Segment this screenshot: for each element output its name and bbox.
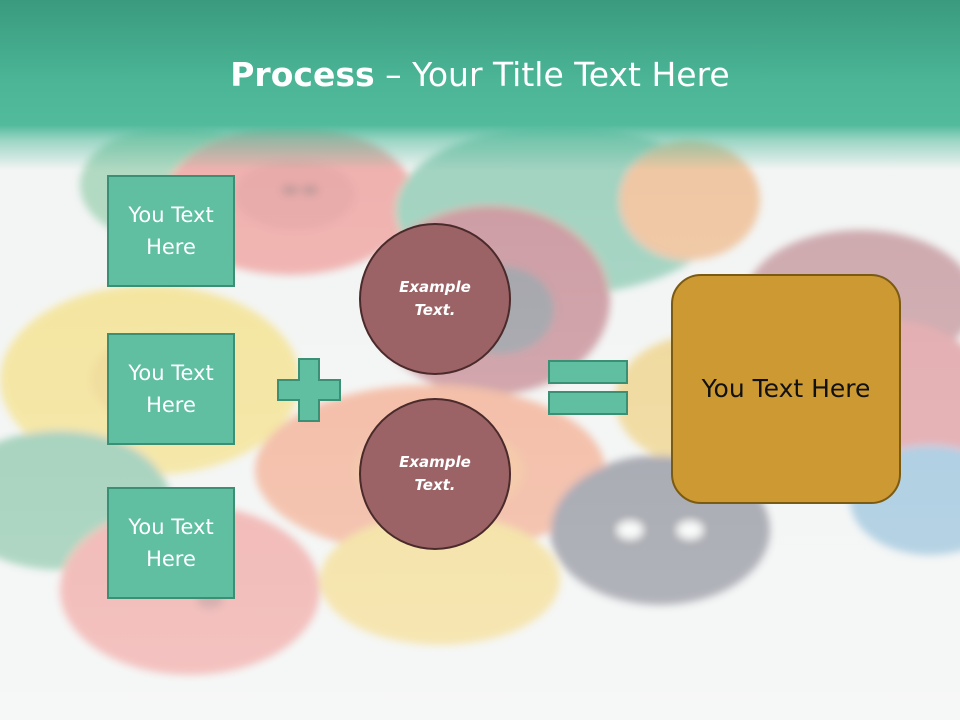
text-box-2-label: You Text Here [128,361,214,417]
example-circle-1-label: Example Text. [399,278,471,319]
text-box-3-label: You Text Here [128,515,214,571]
example-circle-2-label: Example Text. [399,453,471,494]
title-rest: – Your Title Text Here [374,55,730,94]
example-circle-1[interactable]: Example Text. [359,223,511,375]
example-circle-2[interactable]: Example Text. [359,398,511,550]
text-box-2[interactable]: You Text Here [107,333,235,445]
text-box-1[interactable]: You Text Here [107,175,235,287]
plus-icon [277,358,341,422]
text-box-3[interactable]: You Text Here [107,487,235,599]
title-bold: Process [230,55,375,94]
result-box-label: You Text Here [701,374,871,403]
result-box[interactable]: You Text Here [671,274,901,504]
slide-title: Process – Your Title Text Here [0,52,960,98]
title-band [0,0,960,170]
equals-icon [548,360,628,415]
text-box-1-label: You Text Here [128,203,214,259]
